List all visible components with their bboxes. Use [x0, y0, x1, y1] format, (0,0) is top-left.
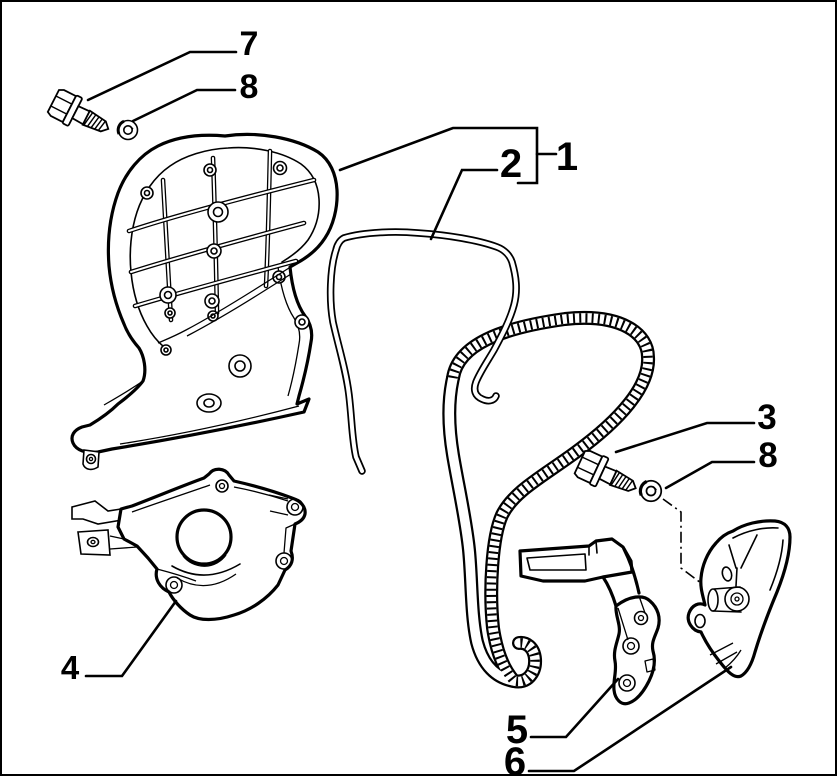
upper-cover-drawing: [70, 132, 339, 471]
lower-cover-drawing: [71, 467, 307, 622]
callout-6-label: 6: [504, 740, 526, 776]
callout-2-label: 2: [500, 142, 522, 186]
cover-bolt-bosses: [140, 160, 310, 413]
leader-lines: [84, 50, 756, 773]
callout-1-label: 1: [556, 135, 578, 179]
leader-8b: [664, 460, 756, 490]
bolt-3-drawing: [573, 449, 637, 492]
leader-8a: [131, 88, 237, 123]
callout-8b-label: 8: [758, 436, 777, 475]
leader-7: [86, 50, 238, 102]
nut-8b-drawing: [638, 479, 663, 503]
support-bracket-drawing: [686, 519, 792, 679]
bolt-7-drawing: [46, 89, 110, 133]
callout-4-label: 4: [61, 649, 80, 686]
timing-belt-drawing: [442, 311, 656, 689]
callout-5-label: 5: [506, 708, 528, 752]
tensioner-bracket-drawing: [518, 537, 661, 706]
leader-4: [84, 599, 178, 678]
callout-3-label: 3: [757, 398, 776, 437]
leader-2: [429, 168, 499, 241]
leader-6: [527, 665, 733, 773]
nut-8a-drawing: [116, 119, 139, 141]
callout-labels: 7 8 1 2 3 8 4 5 6: [61, 25, 778, 776]
gasket-drawing: [326, 228, 520, 475]
leader-1-bracket: [338, 126, 539, 185]
callout-7-label: 7: [240, 25, 259, 63]
callout-8a-label: 8: [240, 68, 259, 106]
leader-3: [614, 421, 756, 454]
assembly-axis-line: [662, 498, 702, 584]
leader-5: [529, 677, 620, 739]
